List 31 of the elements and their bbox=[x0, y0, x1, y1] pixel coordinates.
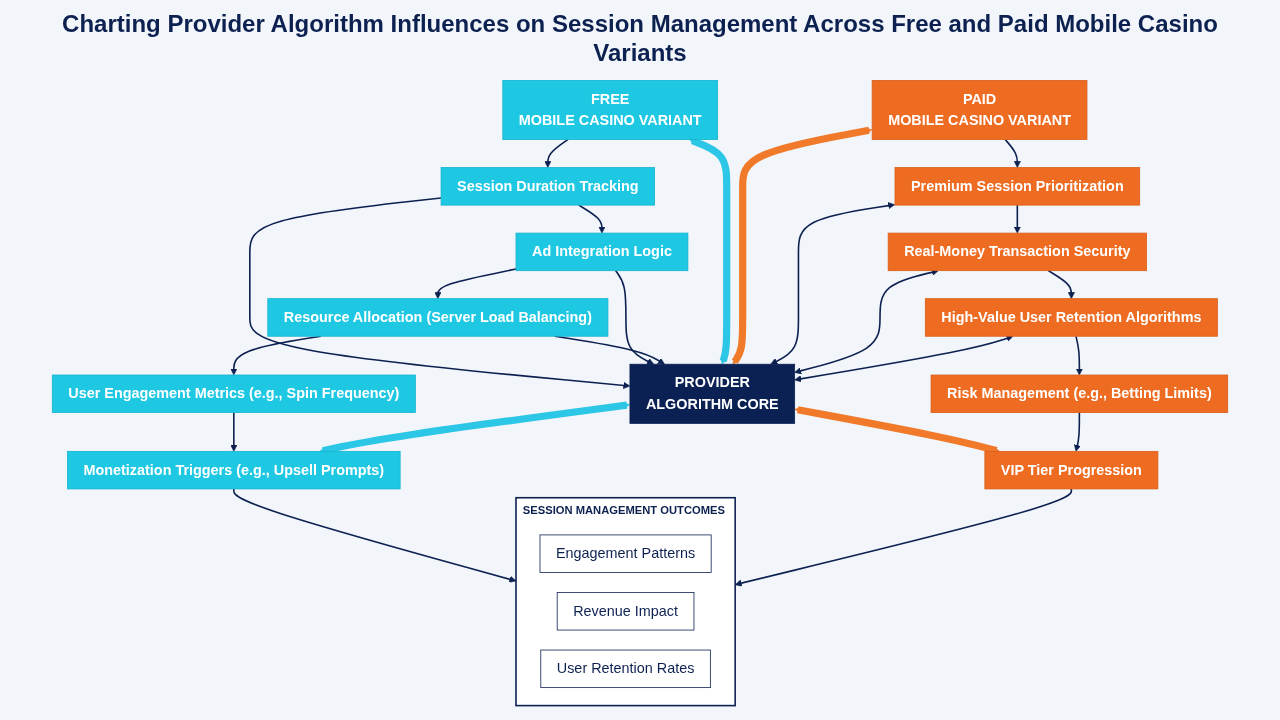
node-box: User Retention Rates bbox=[540, 649, 711, 688]
arrow bbox=[1004, 138, 1021, 168]
node-box: Monetization Triggers (e.g., Upsell Prompts) bbox=[67, 450, 401, 490]
arrow bbox=[614, 269, 654, 365]
arrow bbox=[544, 138, 569, 168]
node-box: Real-Money Transaction Security bbox=[887, 232, 1147, 272]
node-box: PAID MOBILE CASINO VARIANT bbox=[871, 80, 1088, 140]
node-box: High-Value User Retention Algorithms bbox=[924, 298, 1218, 337]
arrow bbox=[1013, 204, 1021, 234]
node-box: VIP Tier Progression bbox=[984, 450, 1159, 490]
node-box: Risk Management (e.g., Betting Limits) bbox=[930, 374, 1229, 413]
arrow bbox=[230, 411, 238, 452]
node-box: Resource Allocation (Server Load Balancing) bbox=[267, 298, 609, 337]
node-box: User Engagement Metrics (e.g., Spin Frequency) bbox=[51, 374, 416, 413]
node-box: PROVIDER ALGORITHM CORE bbox=[629, 363, 796, 424]
node-box: Engagement Patterns bbox=[539, 534, 712, 573]
arrow bbox=[434, 268, 517, 299]
arrow bbox=[233, 488, 517, 583]
arrow bbox=[1075, 335, 1083, 376]
node-box: FREE MOBILE CASINO VARIANT bbox=[502, 80, 718, 140]
node-box: Revenue Impact bbox=[556, 592, 695, 631]
arrow bbox=[770, 202, 895, 365]
arrow bbox=[249, 197, 631, 389]
arrow bbox=[1074, 411, 1081, 452]
node-box: Session Duration Tracking bbox=[440, 167, 655, 206]
arrow bbox=[578, 204, 606, 234]
arrow bbox=[731, 126, 873, 365]
diagram-title: Charting Provider Algorithm Influences on Session Management Across Free and Paid Mobile Casino Variants bbox=[61, 10, 1219, 68]
node-box: Ad Integration Logic bbox=[515, 232, 689, 272]
node-box: Premium Session Prioritization bbox=[894, 167, 1141, 206]
arrow bbox=[1047, 269, 1075, 299]
